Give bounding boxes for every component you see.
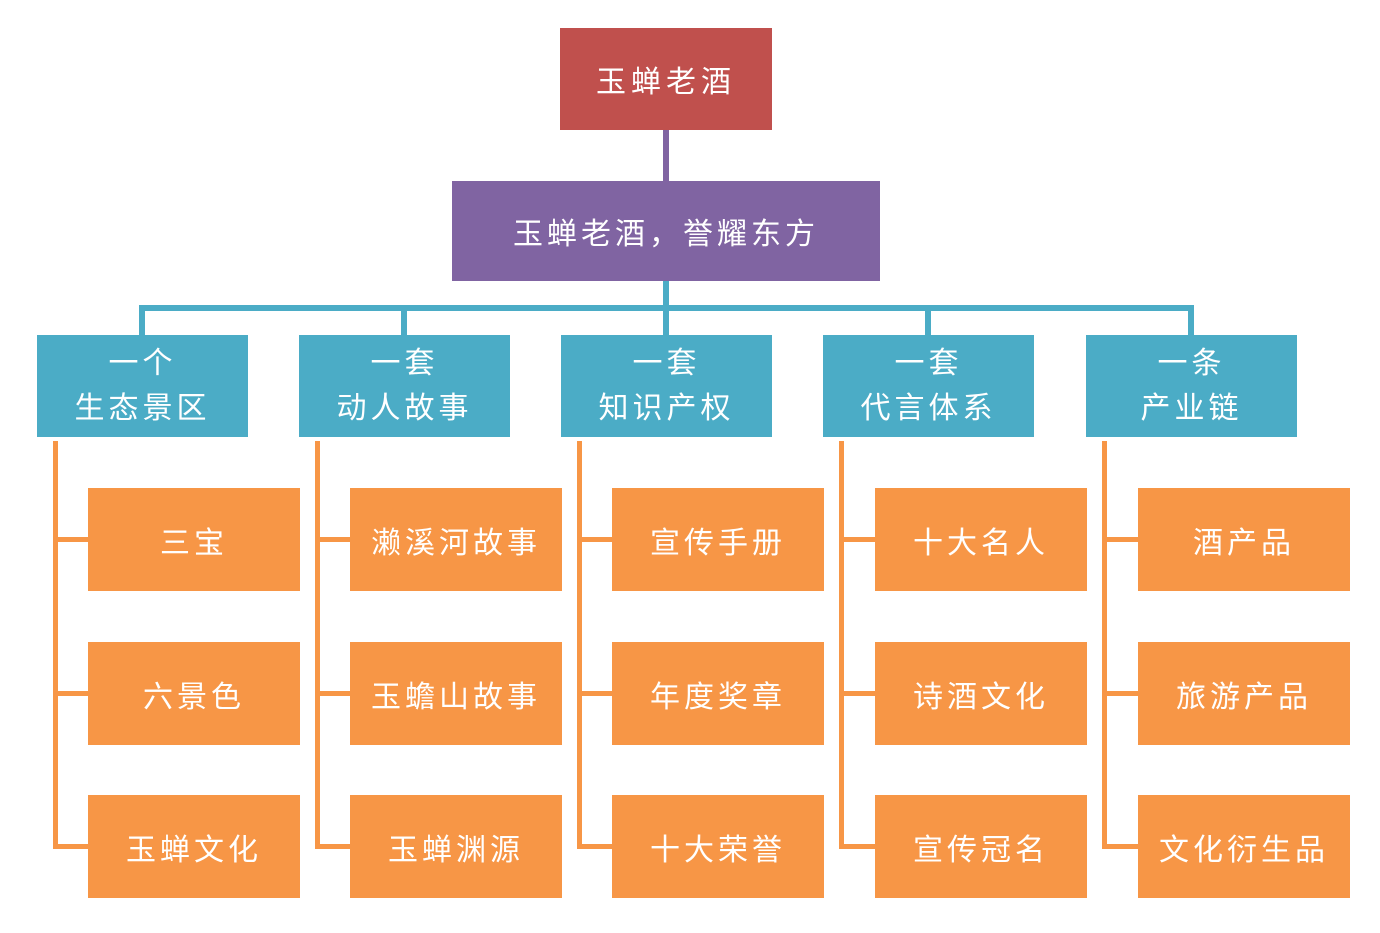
branch-1-line1: 一个	[108, 346, 177, 381]
leaf-label: 年度奖章	[650, 679, 786, 715]
connector-branch-3-spine	[577, 441, 582, 847]
connector-slogan-bus	[663, 281, 669, 307]
branch-box-4: 一套 代言体系	[823, 335, 1034, 437]
leaf-box-3-2: 年度奖章	[612, 642, 824, 745]
connector-bus-drop-3	[663, 305, 669, 335]
slogan-box: 玉蝉老酒，誉耀东方	[452, 181, 880, 281]
branch-box-1: 一个 生态景区	[37, 335, 248, 437]
connector-branch-3-stub-3	[577, 844, 613, 849]
connector-branch-4-stub-1	[839, 537, 875, 542]
connector-bus-drop-4	[925, 305, 931, 335]
leaf-label: 文化衍生品	[1159, 832, 1329, 868]
leaf-box-3-3: 十大荣誉	[612, 795, 824, 898]
connector-bus-drop-1	[139, 305, 145, 335]
connector-branch-1-stub-3	[53, 844, 89, 849]
connector-branch-1-stub-1	[53, 537, 89, 542]
connector-branch-1-stub-2	[53, 691, 89, 696]
connector-branch-2-stub-3	[315, 844, 351, 849]
root-label: 玉蝉老酒	[596, 65, 736, 100]
branch-4-line2: 代言体系	[860, 391, 997, 426]
leaf-box-1-2: 六景色	[88, 642, 300, 745]
leaf-label: 诗酒文化	[913, 679, 1049, 715]
branch-3-line1: 一套	[632, 346, 701, 381]
connector-bus-drop-2	[401, 305, 407, 335]
connector-branch-3-stub-1	[577, 537, 613, 542]
leaf-box-2-2: 玉蟾山故事	[350, 642, 562, 745]
connector-branch-5-stub-1	[1102, 537, 1138, 542]
leaf-box-5-2: 旅游产品	[1138, 642, 1350, 745]
connector-root-slogan	[663, 130, 669, 182]
leaf-label: 三宝	[160, 525, 228, 561]
connector-branch-2-spine	[315, 441, 320, 847]
leaf-box-5-3: 文化衍生品	[1138, 795, 1350, 898]
leaf-box-3-1: 宣传手册	[612, 488, 824, 591]
leaf-label: 六景色	[143, 679, 245, 715]
branch-box-3: 一套 知识产权	[561, 335, 772, 437]
connector-branch-4-stub-2	[839, 691, 875, 696]
leaf-label: 旅游产品	[1176, 679, 1312, 715]
leaf-label: 宣传冠名	[913, 832, 1049, 868]
connector-branch-2-stub-1	[315, 537, 351, 542]
leaf-box-1-1: 三宝	[88, 488, 300, 591]
connector-branch-3-stub-2	[577, 691, 613, 696]
slogan-label: 玉蝉老酒，誉耀东方	[513, 217, 819, 252]
branch-2-line1: 一套	[370, 346, 439, 381]
leaf-label: 十大荣誉	[650, 832, 786, 868]
connector-branch-5-stub-2	[1102, 691, 1138, 696]
branch-2-line2: 动人故事	[336, 391, 473, 426]
branch-3-line2: 知识产权	[598, 391, 735, 426]
leaf-label: 十大名人	[913, 525, 1049, 561]
connector-branch-2-stub-2	[315, 691, 351, 696]
leaf-label: 濑溪河故事	[371, 525, 541, 561]
branch-4-line1: 一套	[894, 346, 963, 381]
leaf-box-4-3: 宣传冠名	[875, 795, 1087, 898]
connector-branch-5-spine	[1102, 441, 1107, 847]
leaf-box-5-1: 酒产品	[1138, 488, 1350, 591]
connector-branch-5-stub-3	[1102, 844, 1138, 849]
branch-1-line2: 生态景区	[74, 391, 211, 426]
leaf-label: 玉蝉渊源	[388, 832, 524, 868]
branch-box-2: 一套 动人故事	[299, 335, 510, 437]
leaf-box-1-3: 玉蝉文化	[88, 795, 300, 898]
leaf-label: 宣传手册	[650, 525, 786, 561]
branch-5-line2: 产业链	[1140, 391, 1243, 426]
leaf-label: 玉蝉文化	[126, 832, 262, 868]
connector-bus-drop-5	[1188, 305, 1194, 335]
connector-branch-4-stub-3	[839, 844, 875, 849]
leaf-box-4-1: 十大名人	[875, 488, 1087, 591]
leaf-box-2-3: 玉蝉渊源	[350, 795, 562, 898]
connector-branch-4-spine	[839, 441, 844, 847]
branch-5-line1: 一条	[1157, 346, 1226, 381]
connector-branch-1-spine	[53, 441, 58, 847]
leaf-box-2-1: 濑溪河故事	[350, 488, 562, 591]
root-box: 玉蝉老酒	[560, 28, 772, 130]
leaf-label: 酒产品	[1193, 525, 1295, 561]
leaf-label: 玉蟾山故事	[371, 679, 541, 715]
leaf-box-4-2: 诗酒文化	[875, 642, 1087, 745]
branch-box-5: 一条 产业链	[1086, 335, 1297, 437]
